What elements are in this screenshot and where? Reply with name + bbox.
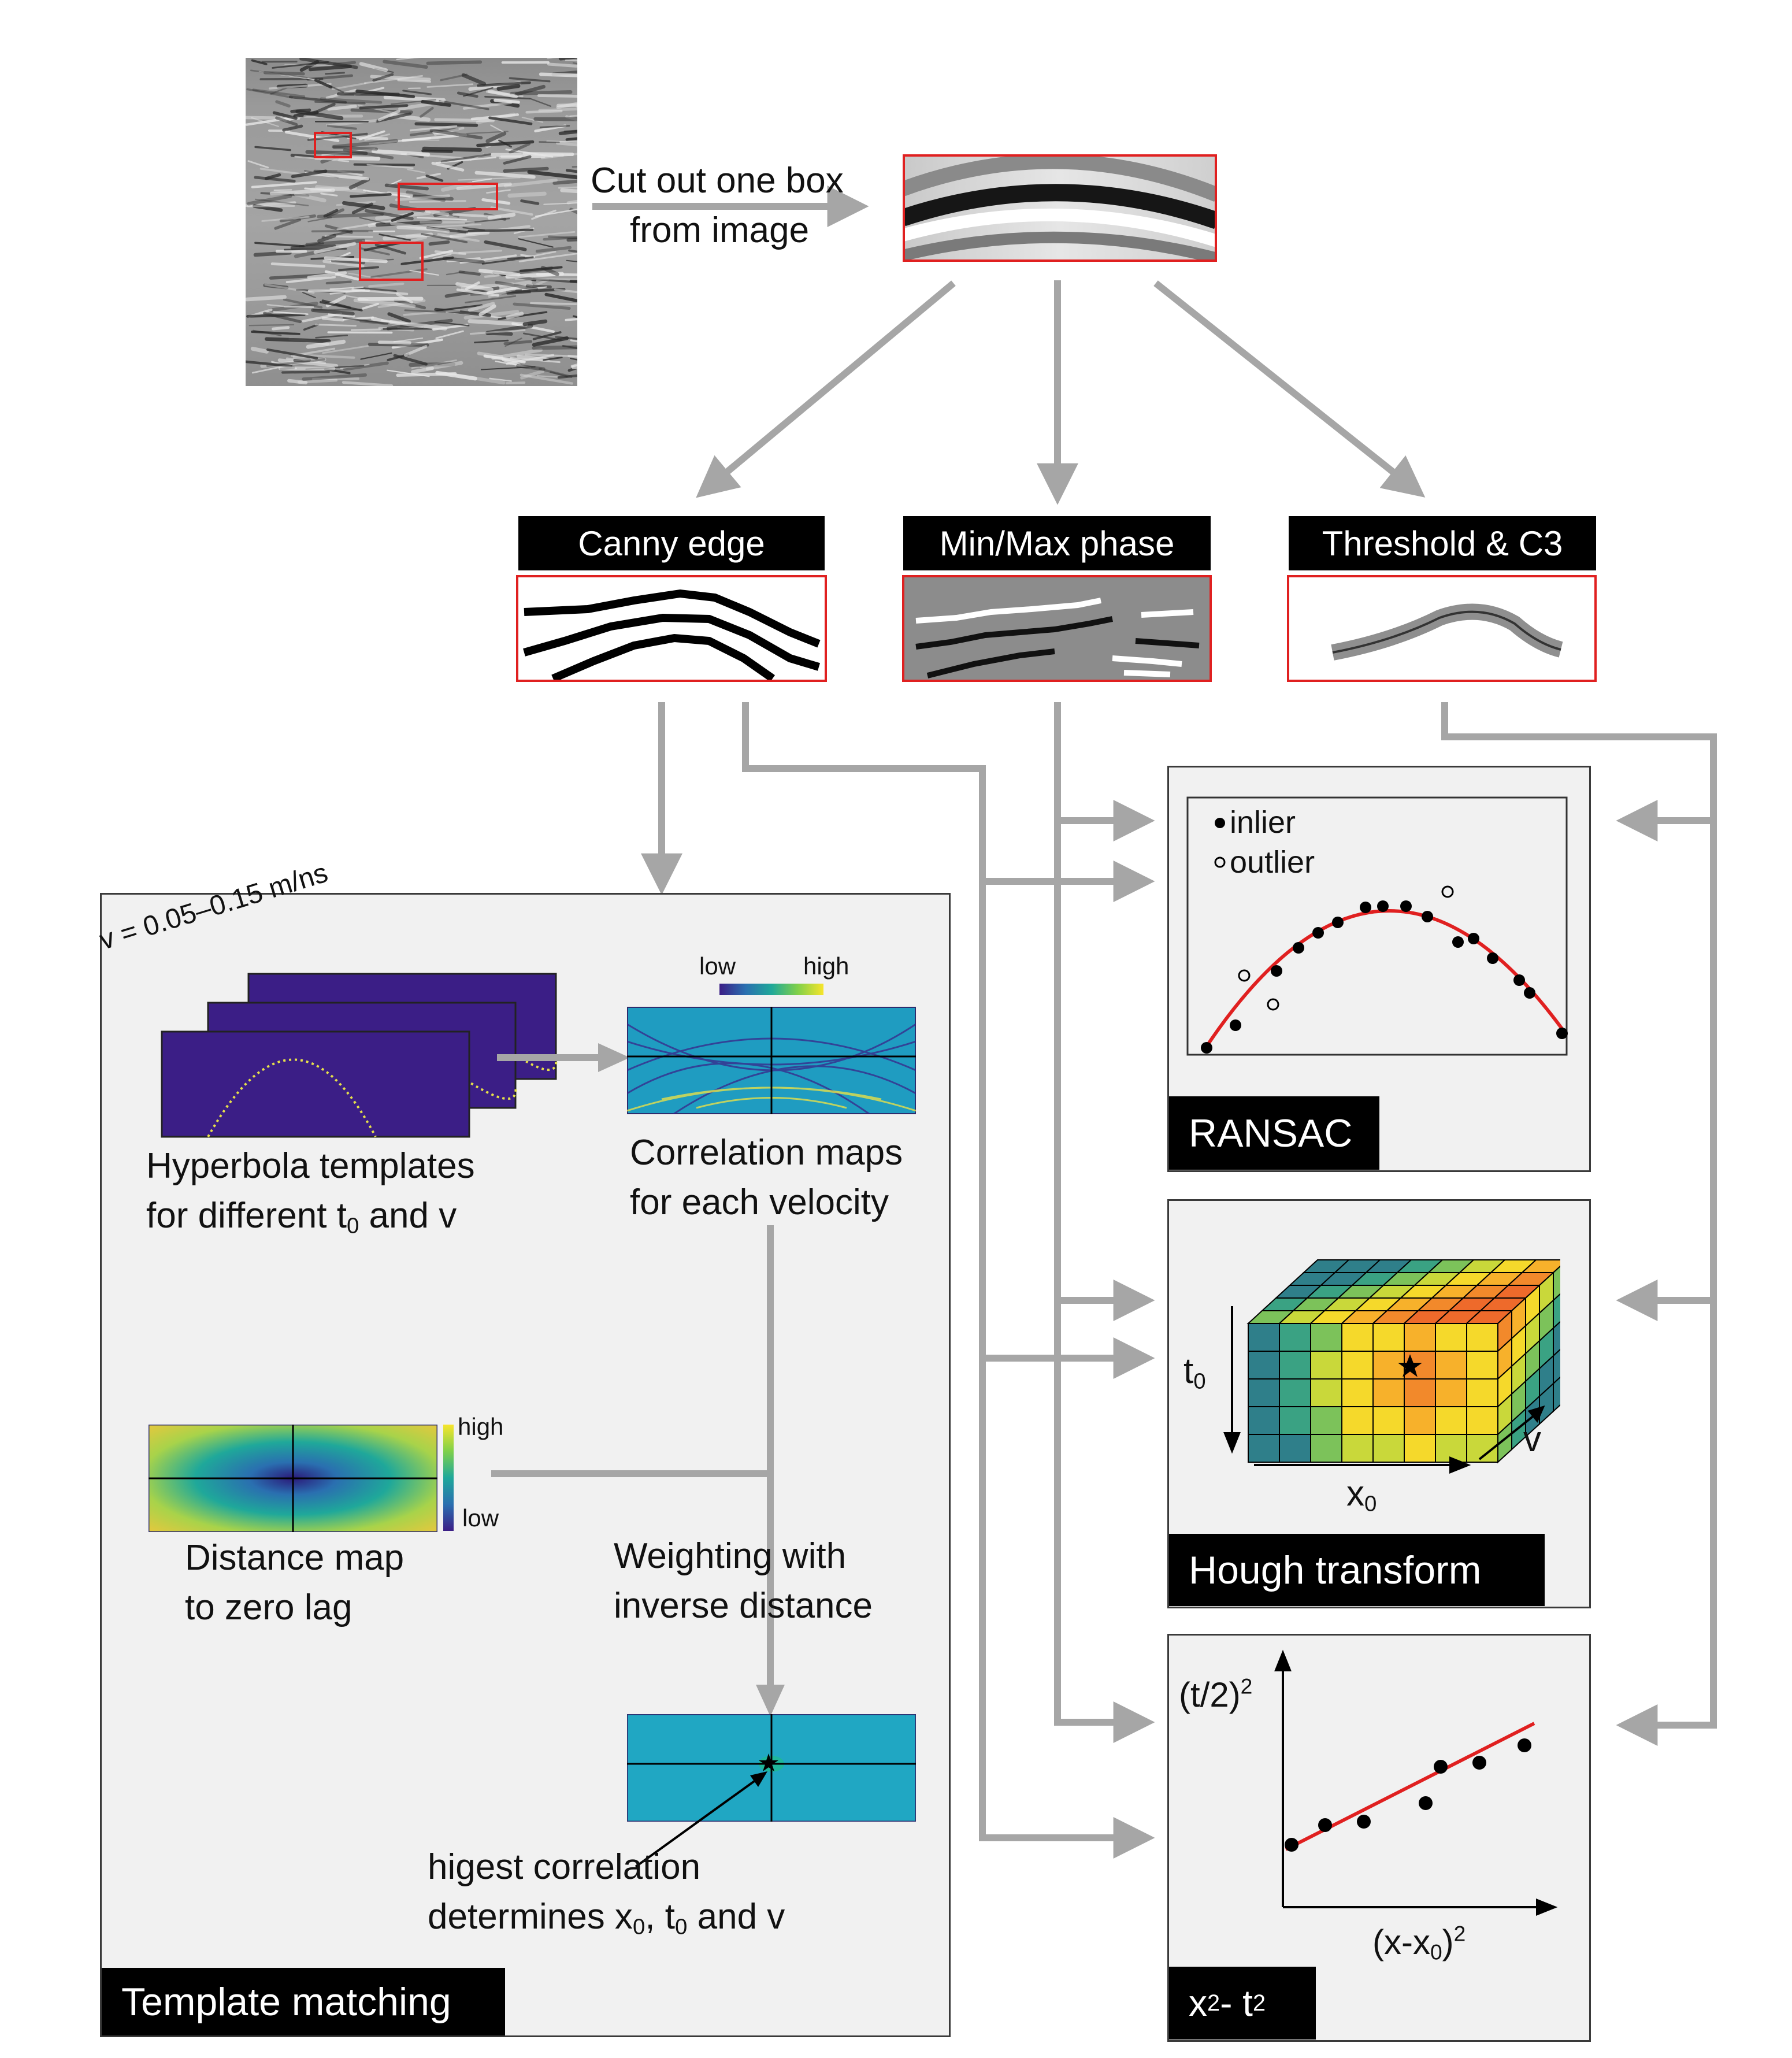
best-label-line1: higest correlation [428,1847,701,1887]
templates-label-line1: Hyperbola templates [146,1146,475,1186]
threshold-preview [1287,575,1597,682]
x2t2-plot [1274,1649,1558,1916]
hough-title: Hough transform [1169,1534,1545,1606]
hough-axes [1223,1306,1545,1474]
distance-colorbar-high: high [458,1413,504,1440]
corr-label-line2: for each velocity [630,1182,889,1222]
tab-threshold-c3: Threshold & C3 [1289,516,1596,570]
best-label-line2: determines x0, t0 and v [428,1897,785,1940]
ransac-plot [1186,796,1568,1056]
hough-axis-v: v [1523,1419,1541,1459]
distance-label-line1: Distance map [185,1538,405,1578]
weighting-label-line1: Weighting with [614,1536,847,1576]
x2t2-xlabel: (x-x0)2 [1372,1921,1466,1964]
tab-canny-edge: Canny edge [518,516,825,570]
distance-colorbar [443,1425,454,1531]
tab-minmax-phase: Min/Max phase [903,516,1211,570]
corr-colorbar [719,984,823,995]
hough-accumulator-cube [1246,1259,1560,1464]
hough-axis-x0: x0 [1346,1474,1377,1516]
distance-colorbar-low: low [462,1504,499,1532]
ransac-title: RANSAC [1169,1096,1379,1170]
distance-map [149,1425,437,1532]
canny-preview [516,575,827,682]
corr-label-line1: Correlation maps [630,1133,903,1173]
template-matching-title: Template matching [102,1968,505,2035]
hyperbola-templates [161,973,558,1138]
ransac-legend-inlier: inlier [1230,805,1296,840]
tm-internal-connectors [491,1225,785,1716]
corr-colorbar-low: low [699,952,736,980]
weighting-label-line2: inverse distance [614,1586,873,1626]
minmax-preview [902,575,1212,682]
cutout-box [903,154,1217,262]
templates-label-line2: for different t0 and v [146,1196,457,1238]
x2t2-ylabel: (t/2)2 [1179,1674,1253,1714]
hough-axis-t0: t0 [1183,1351,1206,1394]
corr-colorbar-high: high [803,952,849,980]
distance-label-line2: to zero lag [185,1588,353,1627]
weighted-correlation-map [627,1714,916,1822]
pointer-arrow [635,1771,767,1868]
correlation-map [627,1007,916,1114]
arrow-templates-to-corr [497,1043,630,1072]
cut-label-line1: Cut out one box [591,161,844,201]
cut-label-line2: from image [630,210,810,250]
ransac-legend-outlier: outlier [1230,845,1315,880]
radargram-image [246,58,577,386]
